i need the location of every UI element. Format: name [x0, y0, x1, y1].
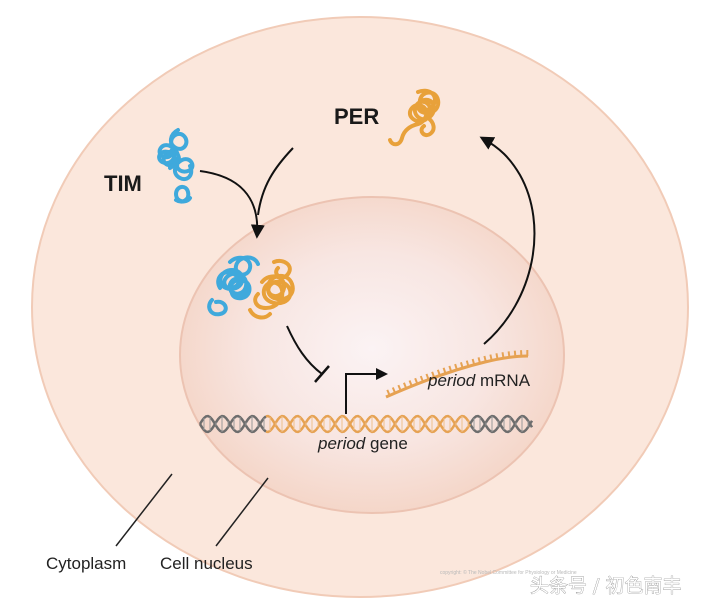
tim-label: TIM [104, 171, 142, 196]
tim-protein-icon [157, 128, 195, 204]
mrna-base-tick [436, 369, 441, 376]
mrna-base-tick [431, 371, 436, 378]
dna-strand-segment [198, 414, 267, 434]
dna-strand-segment [198, 414, 267, 434]
mrna-base-tick [454, 363, 458, 371]
per-protein-icon [388, 88, 441, 147]
dna-double-helix [198, 414, 534, 434]
copyright-text: copyright: © The Nobel Committee for Phy… [440, 569, 577, 576]
tim-per-complex-icon [207, 255, 295, 320]
cell-nucleus-region [179, 196, 565, 514]
mrna-base-tick [419, 375, 424, 383]
mrna-base-tick [425, 373, 430, 380]
period-gene-label: period gene [317, 434, 408, 453]
mrna-base-tick [397, 384, 402, 392]
mrna-base-tick [495, 353, 499, 360]
watermark-text: 头条号 / 初色南丰 [530, 575, 681, 597]
mrna-base-tick [507, 351, 511, 358]
period-mrna-label: period mRNA [427, 371, 531, 390]
mrna-base-tick [386, 389, 391, 396]
mrna-base-tick [477, 357, 481, 364]
mrna-base-tick [513, 350, 517, 357]
mrna-base-tick [414, 377, 419, 385]
period-mrna-suffix: mRNA [475, 371, 530, 390]
complex-formation-arrow [199, 170, 265, 239]
mrna-base-tick [403, 382, 408, 389]
nucleus-pointer-line [215, 477, 269, 547]
period-mrna-strand [385, 349, 529, 399]
mrna-base-tick [501, 352, 505, 359]
per-label: PER [334, 104, 379, 129]
mrna-base-tick [448, 365, 453, 372]
mrna-base-tick [408, 380, 413, 387]
cell-nucleus-label: Cell nucleus [160, 554, 253, 573]
mrna-base-tick [483, 355, 487, 363]
translation-arrow [479, 136, 536, 345]
inhibition-arrow [286, 325, 330, 383]
per-joining-line [257, 147, 294, 216]
period-gene-suffix: gene [365, 434, 408, 453]
mrna-base-tick [459, 362, 464, 369]
period-mrna-italic: period [427, 371, 476, 390]
mrna-base-tick [489, 354, 493, 361]
cytoplasm-label: Cytoplasm [46, 554, 126, 573]
mrna-base-tick [391, 387, 397, 394]
mrna-base-tick [465, 360, 470, 367]
cytoplasm-pointer-line [115, 473, 173, 547]
period-gene-italic: period [317, 434, 366, 453]
mrna-base-tick [471, 358, 476, 366]
mrna-base-tick [442, 367, 447, 374]
transcription-start-arrow [345, 368, 388, 414]
